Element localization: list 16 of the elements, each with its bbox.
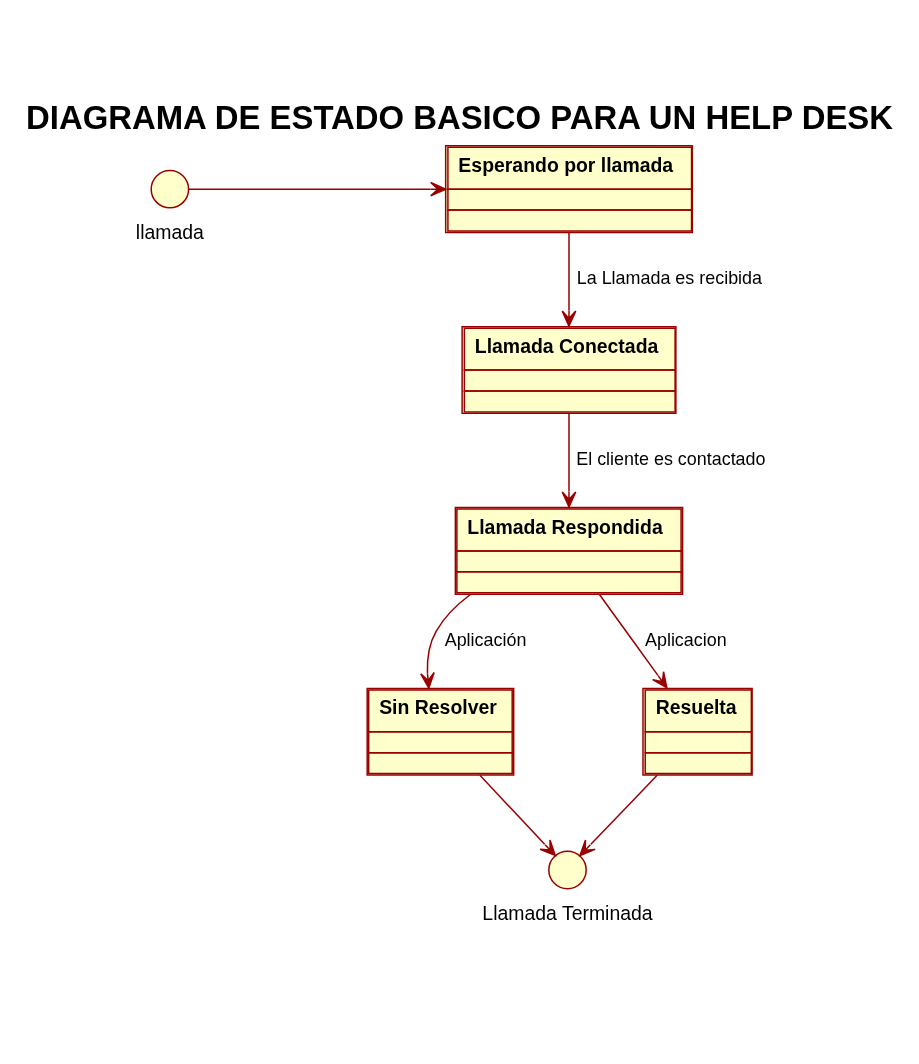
edge-label: Aplicación: [444, 629, 527, 650]
diagram-title: DIAGRAMA DE ESTADO BASICO PARA UN HELP DESK: [26, 98, 893, 136]
arrow: [598, 593, 668, 689]
node-circle: [548, 850, 587, 890]
node-circle: [150, 169, 190, 209]
node-label: Llamada Terminada: [482, 901, 653, 924]
edge-label: La Llamada es recibida: [576, 268, 763, 289]
arrow: [561, 412, 577, 508]
arrow: [579, 774, 658, 857]
arrow: [479, 774, 557, 857]
arrow: [187, 181, 447, 197]
edge-label: Aplicacion: [644, 629, 727, 650]
node-label: llamada: [135, 221, 204, 244]
arrow: [420, 593, 472, 689]
arrow: [561, 232, 577, 327]
edge-label: El cliente es contactado: [576, 449, 766, 470]
